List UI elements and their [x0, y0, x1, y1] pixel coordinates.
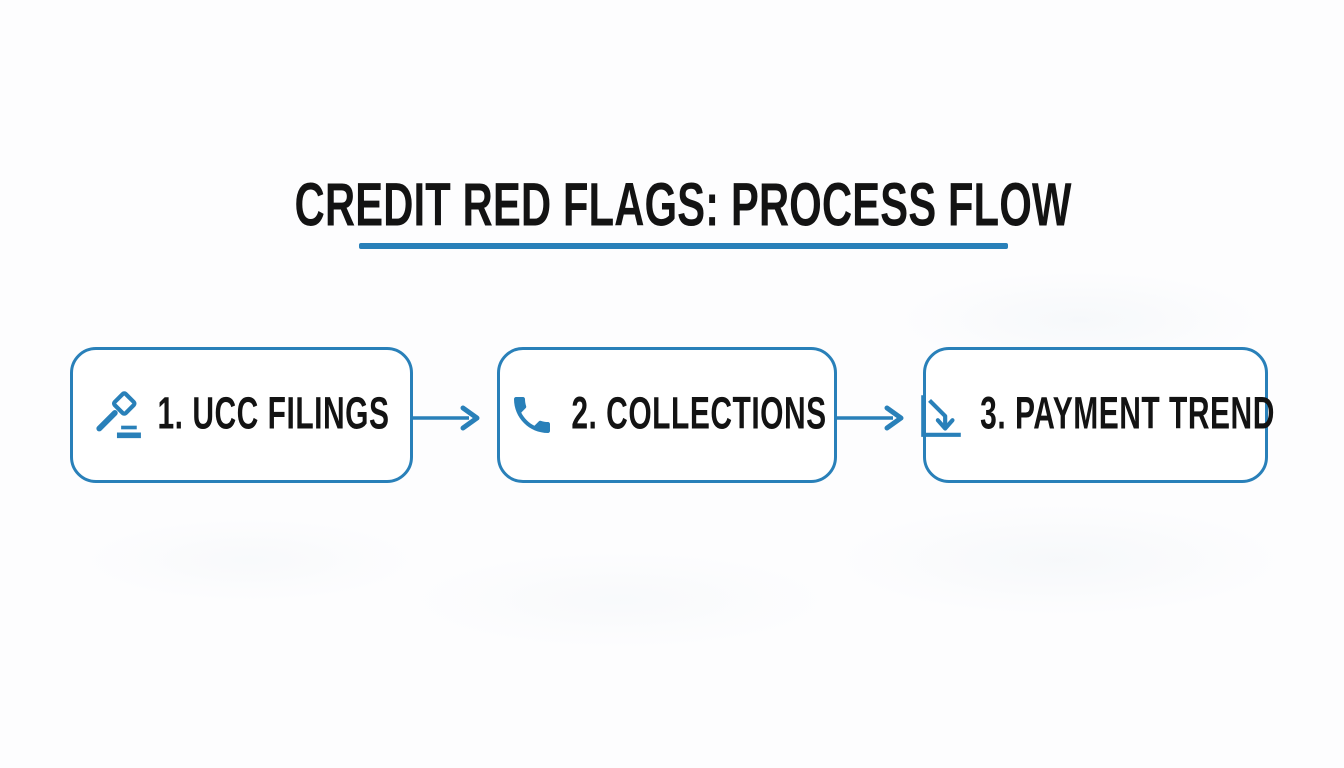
title-underline [359, 243, 1008, 249]
step-box-payment-trend: 3. PAYMENT TREND [921, 347, 1274, 483]
title-block: CREDIT RED FLAGS: PROCESS FLOW [0, 170, 1344, 238]
step-label-collections: 2. COLLECTIONS [571, 389, 827, 440]
declining-trend-chart-icon [916, 390, 966, 440]
page-title: CREDIT RED FLAGS: PROCESS FLOW [294, 170, 1072, 239]
phone-icon [507, 390, 557, 440]
step-box-collections: 2. COLLECTIONS [497, 347, 837, 483]
step-box-ucc-filings: 1. UCC FILINGS [70, 347, 413, 483]
gavel-icon [93, 390, 143, 440]
flow-arrow-icon [835, 403, 907, 433]
flow-arrow-icon [411, 403, 483, 433]
step-label-payment-trend: 3. PAYMENT TREND [980, 389, 1275, 440]
step-label-ucc-filings: 1. UCC FILINGS [157, 389, 390, 440]
